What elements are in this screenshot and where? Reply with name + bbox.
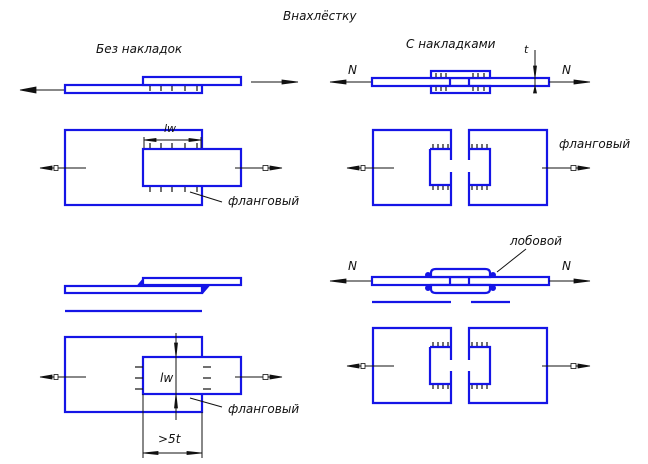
- left-plate-plan: [371, 128, 453, 207]
- overlap-dimension-label: >5t: [158, 432, 182, 446]
- thickness-label: t: [524, 43, 529, 56]
- force-arrow-left-icon: [39, 165, 53, 171]
- force-arrow-left-icon: [346, 165, 360, 171]
- left-plate-plan: [371, 326, 453, 405]
- flank-weld-ticks: [135, 366, 211, 390]
- cover-plate-bottom: [429, 84, 492, 95]
- force-arrow-left-icon: [19, 86, 37, 94]
- weld-ticks: [149, 86, 198, 91]
- flank-weld-label: фланговый: [228, 402, 299, 416]
- plan-view-lap-with-overlap: lw >5t фланговый: [39, 333, 299, 458]
- force-label-left: N: [348, 63, 357, 77]
- section-view-cover-plates-flank: N N t: [329, 43, 591, 95]
- plate-width-label: lw: [160, 371, 173, 385]
- right-plate-plan: [467, 128, 549, 207]
- force-arrow-right-icon: [577, 363, 591, 369]
- cover-plate-bottom: [429, 283, 492, 295]
- cover-plate-top: [429, 69, 492, 80]
- upper-plate: [141, 75, 243, 87]
- flank-weld-label: фланговый: [559, 137, 630, 151]
- flank-weld-label: фланговый: [228, 194, 299, 208]
- cover-plate-plan: [428, 147, 492, 187]
- main-plate: [370, 275, 551, 287]
- force-arrow-left-icon: [346, 363, 360, 369]
- drawing-title: Внахлёстку: [283, 9, 357, 23]
- force-arrow-right-icon: [281, 79, 299, 85]
- lower-plate: [63, 284, 204, 295]
- weld-ticks: [432, 342, 488, 389]
- weld-length-label: lw: [164, 122, 176, 135]
- main-plate: [370, 76, 551, 88]
- section-view-lap-no-plates: [19, 75, 299, 95]
- frontal-weld-leader: [496, 248, 527, 273]
- force-arrow-left-icon: [329, 79, 347, 85]
- force-label-left: N: [348, 259, 357, 273]
- flank-weld-leader: [189, 191, 223, 203]
- force-arrow-right-icon: [577, 165, 591, 171]
- force-arrow-right-icon: [269, 165, 283, 171]
- plan-view-cover-plates-frontal: [346, 326, 591, 405]
- force-arrow-right-icon: [573, 278, 591, 284]
- cover-plate-top: [429, 267, 492, 279]
- upper-plate-plan: [141, 147, 243, 188]
- frontal-weld-label: лобовой: [509, 234, 562, 248]
- plan-view-lap-no-plates: lw фланговый: [39, 122, 299, 208]
- weld-ticks: [432, 144, 488, 190]
- weld-ticks: [435, 73, 485, 91]
- upper-plate-plan: [141, 355, 243, 396]
- right-plate-plan: [467, 326, 549, 405]
- section-view-cover-plates-frontal: лобовой N N: [329, 234, 591, 304]
- plan-view-cover-plates-flank: фланговый: [346, 128, 630, 207]
- force-arrow-left-icon: [39, 374, 53, 380]
- heading-with-cover-plates: С накладками: [406, 37, 496, 51]
- cover-plate-plan: [428, 345, 492, 386]
- force-label-right: N: [562, 259, 571, 273]
- upper-plate: [141, 276, 243, 287]
- flank-weld-ticks: [149, 143, 198, 192]
- force-arrow-right-icon: [573, 79, 591, 85]
- section-view-lap-frontal: [63, 276, 243, 313]
- force-label-right: N: [562, 63, 571, 77]
- heading-without-cover-plates: Без накладок: [96, 42, 183, 56]
- flank-weld-leader: [189, 397, 223, 408]
- force-arrow-right-icon: [269, 374, 283, 380]
- lower-plate: [63, 83, 204, 95]
- fillet-weld: [136, 277, 144, 286]
- force-arrow-left-icon: [329, 278, 347, 284]
- fillet-weld: [201, 285, 211, 295]
